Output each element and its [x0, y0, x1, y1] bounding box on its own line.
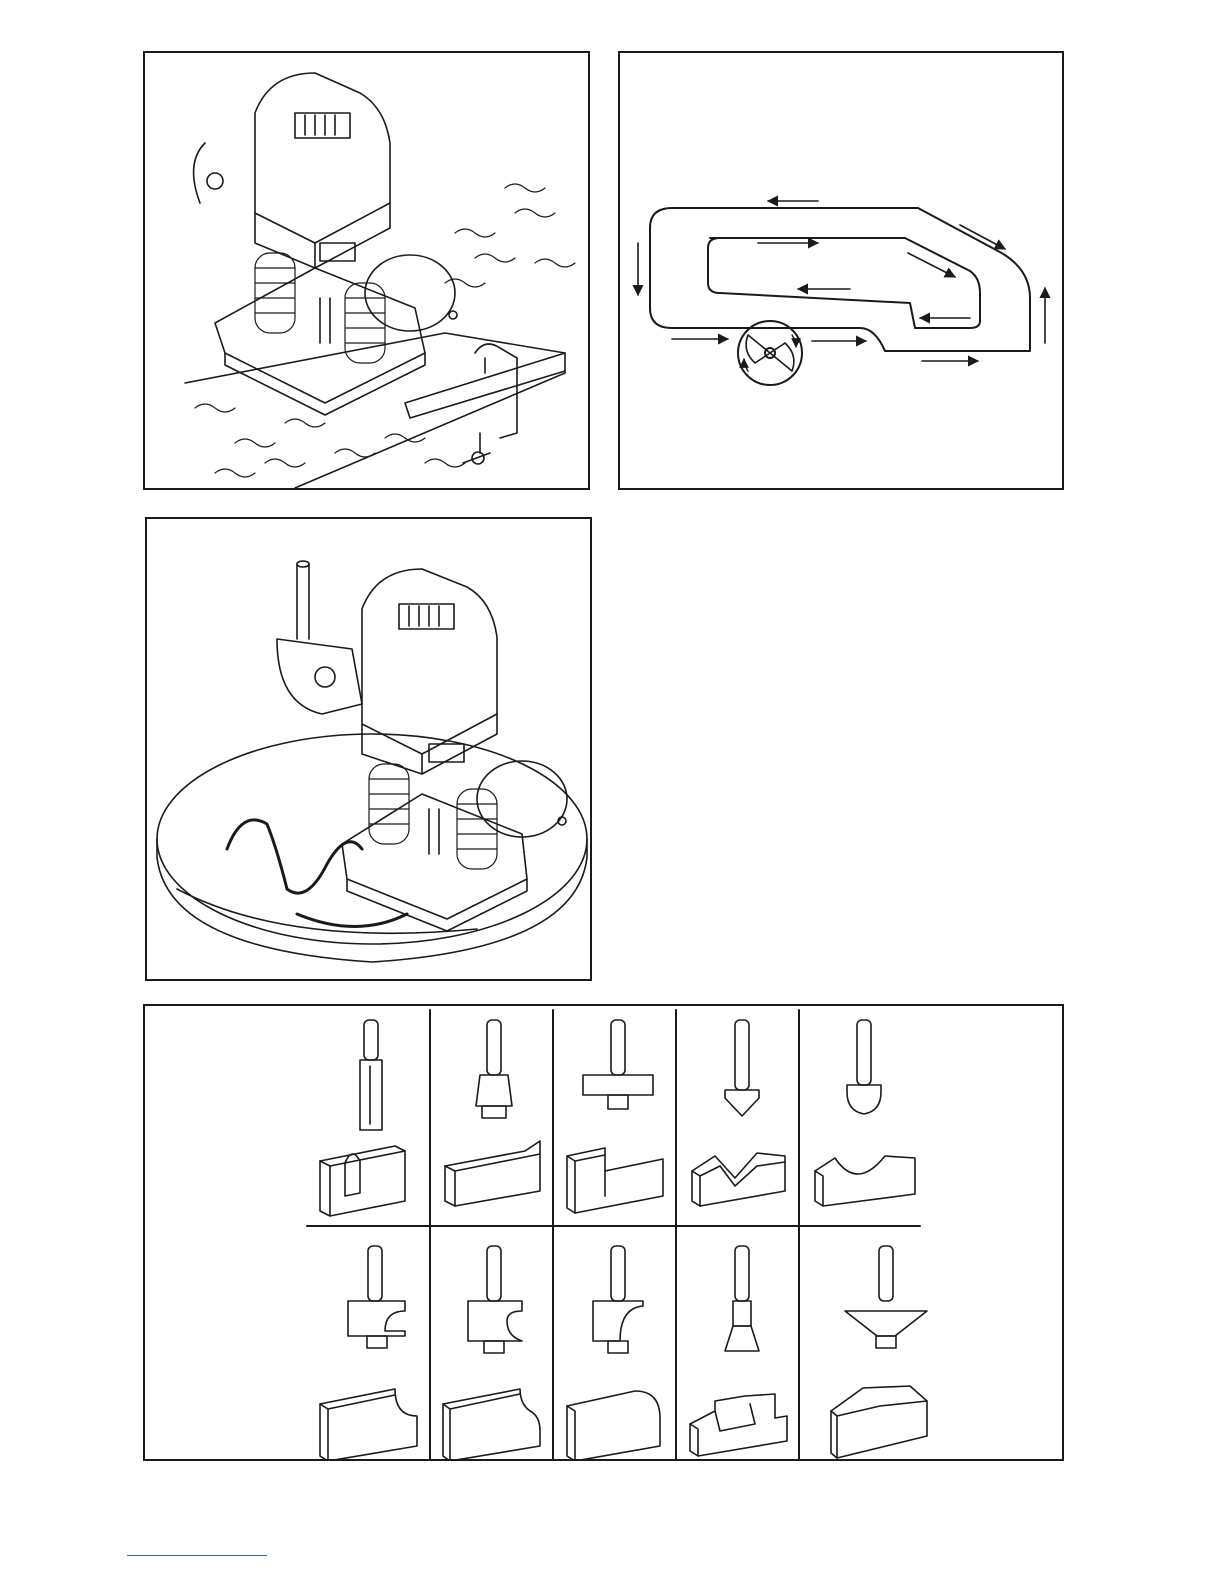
label-plate [320, 243, 355, 261]
bit-profile-chart [145, 1006, 1062, 1459]
dovetail-bit [690, 1246, 787, 1456]
figure-feed-direction [618, 51, 1064, 490]
chart-grid [307, 1010, 920, 1459]
figure-router-circle [145, 517, 592, 981]
vent-grille [295, 113, 350, 138]
router-bit [429, 809, 439, 854]
figure-router-clamp [143, 51, 590, 490]
chamfer-bit [831, 1246, 927, 1458]
cove-bit [320, 1246, 417, 1459]
cutter-rotation-icon [738, 321, 802, 385]
roman-ogee-bit [443, 1246, 540, 1459]
rear-handle-edge [194, 143, 205, 203]
rabbeting-bit [567, 1020, 663, 1213]
router-clamp-illustration [145, 53, 588, 488]
router-handle [477, 761, 567, 837]
inner-cut-path [708, 238, 980, 328]
round-workpiece [157, 734, 587, 962]
feed-arrows [638, 201, 1045, 361]
dust-port [277, 561, 362, 714]
cut-groove [227, 820, 362, 893]
router-circle-illustration [147, 519, 590, 979]
workpiece-board [185, 333, 565, 488]
flush-trim-bit [445, 1020, 540, 1206]
router-bit [320, 298, 330, 343]
straight-bit [320, 1020, 405, 1216]
figure-router-bits [143, 1004, 1064, 1461]
core-box-bit [815, 1020, 915, 1206]
vent-grille [399, 604, 454, 629]
feed-direction-diagram [620, 53, 1062, 488]
c-clamp [463, 344, 517, 464]
footer-rule [127, 1555, 267, 1556]
round-over-bit [567, 1246, 660, 1459]
v-groove-bit [692, 1020, 785, 1206]
